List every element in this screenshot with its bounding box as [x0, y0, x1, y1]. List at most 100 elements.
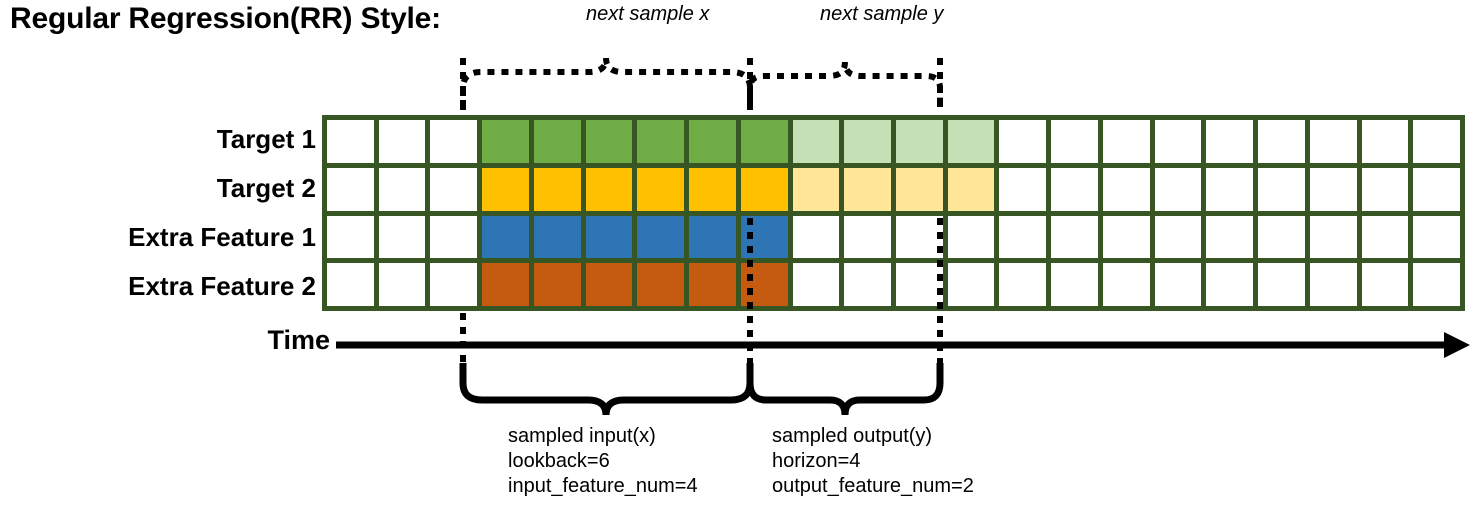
brace-next-sample-y — [747, 61, 943, 110]
caption-sampled-input: sampled input(x) lookback=6 input_featur… — [508, 425, 698, 497]
grid-cell — [844, 263, 891, 306]
grid-cell — [1361, 167, 1409, 211]
grid-cell — [1361, 120, 1409, 163]
grid-cell — [482, 120, 529, 163]
brace-sampled-output — [746, 363, 944, 416]
grid-cell — [327, 167, 374, 211]
grid-cell — [947, 263, 995, 306]
grid-cell — [1154, 215, 1202, 259]
grid-cell — [844, 167, 891, 211]
grid-cell — [1206, 263, 1254, 306]
grid-cell — [844, 120, 891, 163]
grid-cell — [895, 167, 943, 211]
grid-cell — [1102, 215, 1150, 259]
grid-cell — [740, 263, 788, 306]
grid-cell — [1361, 263, 1409, 306]
grid-cell — [895, 120, 943, 163]
row-label-extra-feature-1: Extra Feature 1 — [128, 222, 316, 252]
grid-cell — [378, 120, 426, 163]
grid-cell — [1206, 215, 1254, 259]
grid-cell — [1309, 120, 1357, 163]
grid-cell — [895, 215, 943, 259]
grid-cell — [430, 120, 478, 163]
grid-cell — [430, 167, 478, 211]
grid-cell — [327, 215, 374, 259]
grid-cell — [1413, 215, 1460, 259]
caption-sampled-output: sampled output(y) horizon=4 output_featu… — [772, 425, 974, 497]
grid-cell — [792, 120, 840, 163]
grid-cell — [689, 215, 736, 259]
grid-cell — [1154, 167, 1202, 211]
grid-cell — [895, 263, 943, 306]
grid-cell — [844, 215, 891, 259]
grid-cell — [533, 167, 581, 211]
grid-cell — [792, 215, 840, 259]
grid-cell — [533, 263, 581, 306]
grid-cell — [1258, 167, 1305, 211]
grid-cell — [585, 120, 633, 163]
grid-cell — [637, 263, 685, 306]
grid-cell — [1309, 215, 1357, 259]
grid-cell — [378, 215, 426, 259]
grid-cell — [1361, 215, 1409, 259]
grid-cell — [482, 215, 529, 259]
grid-cell — [637, 215, 685, 259]
grid-cell — [1258, 120, 1305, 163]
caption-next-sample-y: next sample y — [820, 3, 944, 25]
brace-sampled-input — [459, 363, 754, 416]
grid-cell — [378, 263, 426, 306]
grid-cell — [1309, 263, 1357, 306]
grid-cell — [482, 263, 529, 306]
grid-cell — [585, 263, 633, 306]
grid-cell — [1258, 215, 1305, 259]
grid-cell — [637, 120, 685, 163]
grid-cell — [740, 215, 788, 259]
grid-cell — [327, 120, 374, 163]
grid-cell — [999, 215, 1047, 259]
grid-cell — [533, 120, 581, 163]
caption-next-sample-x: next sample x — [586, 3, 710, 25]
grid-cell — [1206, 120, 1254, 163]
grid-cell — [1413, 263, 1460, 306]
grid-cell — [947, 167, 995, 211]
grid-cell — [1154, 120, 1202, 163]
grid-cell — [637, 167, 685, 211]
page-title: Regular Regression(RR) Style: — [10, 2, 441, 35]
grid-cell — [533, 215, 581, 259]
timeseries-grid — [322, 115, 1465, 311]
grid-cell — [792, 167, 840, 211]
grid-cell — [1258, 263, 1305, 306]
grid-cell — [482, 167, 529, 211]
grid-cell — [327, 263, 374, 306]
grid-cell — [1206, 167, 1254, 211]
grid-cell — [947, 215, 995, 259]
grid-cell — [1154, 263, 1202, 306]
grid-cell — [689, 263, 736, 306]
grid-cell — [999, 263, 1047, 306]
grid-cell — [689, 120, 736, 163]
grid-cell — [585, 167, 633, 211]
grid-cell — [689, 167, 736, 211]
grid-cell — [1309, 167, 1357, 211]
grid-cell — [1051, 167, 1098, 211]
grid-cell — [792, 263, 840, 306]
grid-cell — [378, 167, 426, 211]
grid-cell — [585, 215, 633, 259]
grid-cell — [1051, 263, 1098, 306]
brace-next-sample-x — [460, 57, 753, 110]
grid-cell — [999, 167, 1047, 211]
grid-cell — [947, 120, 995, 163]
time-axis-label: Time — [267, 325, 330, 355]
grid-cell — [430, 263, 478, 306]
time-axis-arrow — [336, 332, 1470, 358]
grid-cell — [1413, 120, 1460, 163]
row-label-target-2: Target 2 — [216, 173, 316, 203]
grid-cell — [1102, 120, 1150, 163]
grid-cell — [740, 120, 788, 163]
grid-cell — [740, 167, 788, 211]
grid-cell — [1413, 167, 1460, 211]
row-label-extra-feature-2: Extra Feature 2 — [128, 271, 316, 301]
row-label-target-1: Target 1 — [216, 124, 316, 154]
grid-cell — [1051, 215, 1098, 259]
